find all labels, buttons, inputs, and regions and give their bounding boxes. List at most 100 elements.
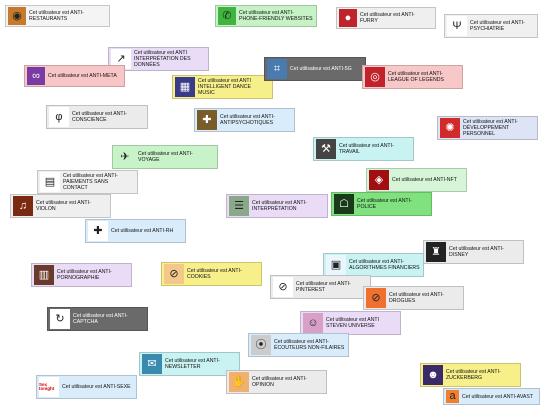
userbox-label: Cet utilisateur est ANTI-PINTEREST [296,281,351,293]
userbox-sexe: Sex tonight Cet utilisateur est ANTI-SEXE [36,375,137,399]
userbox-label: Cet utilisateur est ANTI INTELLIGENT DAN… [198,78,252,96]
userbox-label: Cet utilisateur est ANTI-PAIEMENTS SANS … [63,173,118,191]
userbox-label: Cet utilisateur est ANTI-VOYAGE [138,151,193,163]
card-icon: ▤ [40,172,60,192]
sun-icon: ✺ [440,118,460,138]
userbox-5g: ⌗Cet utilisateur est ANTI-5G [264,57,366,81]
userbox-label: Cet utilisateur est ANTI-META [48,73,117,79]
captcha-icon: ↻ [50,309,70,329]
userbox-pornographie: ▥Cet utilisateur est ANTI-PORNOGRAPHIE [31,263,132,287]
avast-icon: a [446,390,459,403]
pills-icon: ✚ [197,110,217,130]
userbox-label: Cet utilisateur est ANTI-ALGORITHMES FIN… [349,259,420,271]
userbox-label: Cet utilisateur est ANTI-PHONE-FRIENDLY … [239,10,313,22]
phone-icon: ✆ [218,7,236,25]
userbox-label: Cet utilisateur est ANTI-5G [290,66,352,72]
police-icon: ☖ [334,194,354,214]
userbox-label: Cet utilisateur est ANTI-DROGUES [389,292,444,304]
userbox-interpretation: ☰Cet utilisateur est ANTI-INTERPRÉTATION [226,194,328,218]
userbox-label: Cet utilisateur est ANTI-ZUCKERBERG [446,369,501,381]
no-pinterest-icon: ⊘ [273,277,293,297]
userbox-label: Cet utilisateur est ANTI-NEWSLETTER [165,358,220,370]
userbox-paiements: ▤Cet utilisateur est ANTI-PAIEMENTS SANS… [37,170,138,194]
psi-icon: Ψ [447,16,467,36]
sex-icon: Sex tonight [39,377,59,397]
lol-icon: ◎ [365,67,385,87]
userbox-cookies: ⊘Cet utilisateur est ANTI-COOKIES [161,262,262,286]
userbox-developpement: ✺Cet utilisateur est ANTI-DÉVELOPPEMENT … [437,116,538,140]
userbox-pinterest: ⊘Cet utilisateur est ANTI-PINTEREST [270,275,371,299]
userbox-travail: ⚒Cet utilisateur est ANTI-TRAVAIL [313,137,414,161]
userbox-label: Cet utilisateur est ANTI-DÉVELOPPEMENT P… [463,119,518,137]
userbox-label: Cet utilisateur est ANTI-SEXE [62,384,131,390]
userbox-label: Cet utilisateur est ANTI-PORNOGRAPHIE [57,269,112,281]
meta-icon: ∞ [27,67,45,85]
userbox-idm: ▦Cet utilisateur est ANTI INTELLIGENT DA… [172,75,273,99]
userbox-label: Cet utilisateur est ANTI STEVEN UNIVERSE [326,317,380,329]
userbox-label: Cet utilisateur est ANTI-POLICE [357,198,412,210]
userbox-drogues: ⊘Cet utilisateur est ANTI-DROGUES [363,286,464,310]
userbox-label: Cet utilisateur est ANTI-NFT [392,177,457,183]
userbox-label: Cet utilisateur est ANTI-TRAVAIL [339,143,394,155]
userbox-steven: ☺Cet utilisateur est ANTI STEVEN UNIVERS… [300,311,401,335]
no-drug-icon: ⊘ [366,288,386,308]
nft-icon: ◈ [369,170,389,190]
userbox-voyage: ✈Cet utilisateur est ANTI-VOYAGE [112,145,218,169]
userbox-label: Cet utilisateur est ANTI-CONSCIENCE [72,111,127,123]
violin-icon: ♫ [13,196,33,216]
userbox-phone: ✆Cet utilisateur est ANTI-PHONE-FRIENDLY… [215,5,317,27]
castle-icon: ♜ [426,242,446,262]
userbox-disney: ♜Cet utilisateur est ANTI-DISNEY [423,240,524,264]
userbox-lol: ◎Cet utilisateur est ANTI-LEAGUE OF LEGE… [362,65,463,89]
rh-icon: ✚ [88,221,108,241]
collage-icon: ▥ [34,265,54,285]
userbox-label: Cet utilisateur est ANTI-VIOLON [36,200,91,212]
userbox-label: Cet utilisateur est ANTI-COOKIES [187,268,242,280]
people-icon: ☰ [229,196,249,216]
screen-icon: ▣ [326,255,346,275]
userbox-furry: ●Cet utilisateur est ANTI-FURRY [336,7,436,29]
furry-icon: ● [339,9,357,27]
userbox-label: Cet utilisateur est ANTI-PSYCHIATRIE [470,20,525,32]
userbox-label: Cet utilisateur est ANTI-INTERPRÉTATION [252,200,307,212]
userbox-rh: ✚Cet utilisateur est ANTI-RH [85,219,186,243]
food-icon: ◉ [8,7,26,25]
face-icon: ☻ [423,365,443,385]
icon-caption: Sex tonight [39,381,55,391]
userbox-antipsychotiques: ✚Cet utilisateur est ANTI-ANTIPSYCHOTIQU… [194,108,295,132]
userbox-newsletter: ✉Cet utilisateur est ANTI-NEWSLETTER [139,352,240,376]
phi-icon: φ [49,107,69,127]
chart-icon: ↗ [111,49,131,69]
earbuds-icon: ⦿ [251,335,271,355]
userbox-label: Cet utilisateur est ANTI-OPINION [252,376,307,388]
userbox-label: Cet utilisateur est ANTI-ÉCOUTEURS NON-F… [274,339,345,351]
userbox-label: Cet utilisateur est ANTI-ANTIPSYCHOTIQUE… [220,114,275,126]
userbox-label: Cet utilisateur est ANTI-RESTAURANTS [29,10,84,22]
userbox-algorithmes: ▣Cet utilisateur est ANTI-ALGORITHMES FI… [323,253,424,277]
mail-icon: ✉ [142,354,162,374]
userbox-label: Cet utilisateur est ANTI-RH [111,228,174,234]
userbox-label: Cet utilisateur est ANTI INTERPRÉTATION … [134,50,191,68]
userbox-label: Cet utilisateur est ANTI-DISNEY [449,246,504,258]
userbox-restaurants: ◉Cet utilisateur est ANTI-RESTAURANTS [5,5,110,27]
userbox-label: Cet utilisateur est ANTI-CAPTCHA [73,313,128,325]
antenna-icon: ⌗ [267,59,287,79]
userbox-nft: ◈Cet utilisateur est ANTI-NFT [366,168,467,192]
userbox-zuckerberg: ☻Cet utilisateur est ANTI-ZUCKERBERG [420,363,521,387]
no-cookie-icon: ⊘ [164,264,184,284]
userbox-captcha: ↻Cet utilisateur est ANTI-CAPTCHA [47,307,148,331]
userbox-violon: ♫Cet utilisateur est ANTI-VIOLON [10,194,111,218]
hand-icon: ✋ [229,372,249,392]
plane-icon: ✈ [115,147,135,167]
userbox-ecouteurs: ⦿Cet utilisateur est ANTI-ÉCOUTEURS NON-… [248,333,349,357]
userbox-opinion: ✋Cet utilisateur est ANTI-OPINION [226,370,327,394]
userbox-label: Cet utilisateur est ANTI-AVAST [462,393,534,400]
keyboard-icon: ▦ [175,77,195,97]
userbox-label: Cet utilisateur est ANTI-FURRY [360,12,415,24]
userbox-label: Cet utilisateur est ANTI-LEAGUE OF LEGEN… [388,71,444,83]
work-icon: ⚒ [316,139,336,159]
cartoon-icon: ☺ [303,313,323,333]
